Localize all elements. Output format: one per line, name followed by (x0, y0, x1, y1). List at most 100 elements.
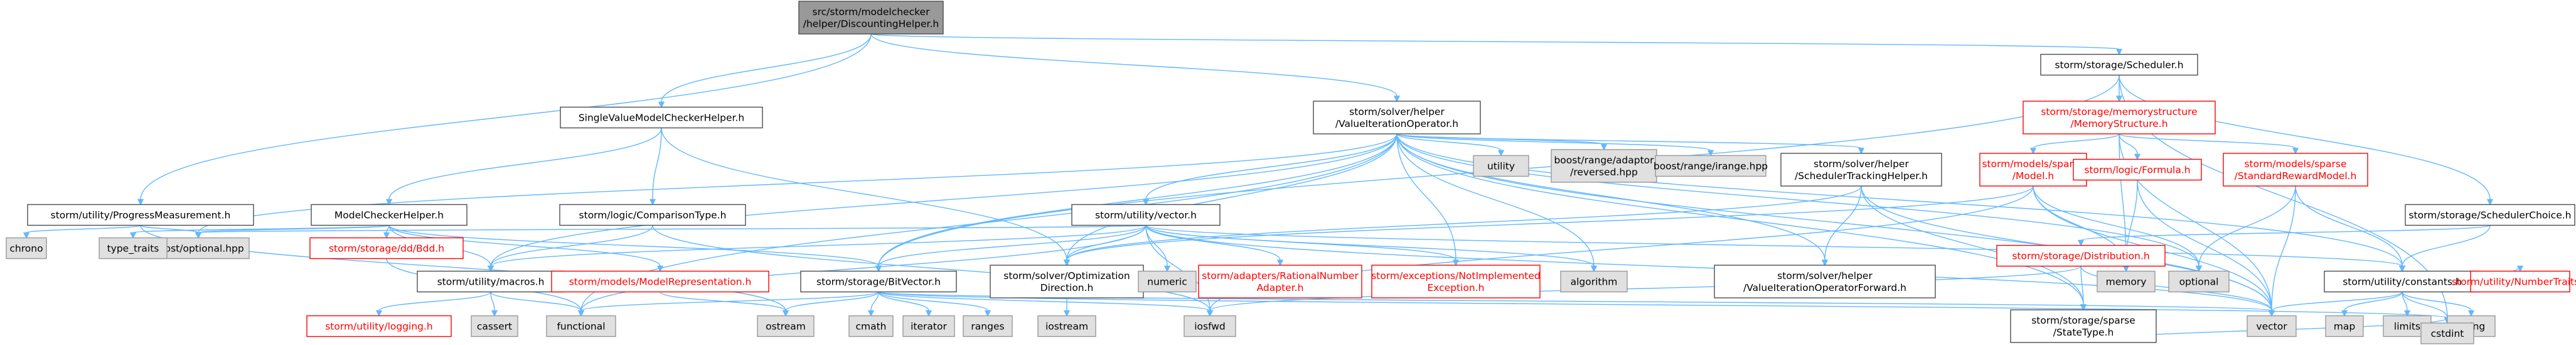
node-box (2470, 270, 2570, 293)
edge-constants-to-string (2402, 292, 2475, 317)
node-label: /MemoryStructure.h (2070, 118, 2167, 129)
edge-memstruct-to-sparsemodel (2029, 133, 2120, 155)
edge-macros-to-logging (375, 291, 491, 317)
node-statetype[interactable]: storm/storage/sparse/StateType.h (2010, 309, 2157, 343)
node-sparsemodel[interactable]: storm/models/sparse/Model.h (1979, 153, 2087, 187)
node-label: memory (2106, 277, 2147, 288)
node-scheduler[interactable]: storm/storage/Scheduler.h (2040, 53, 2198, 76)
node-label: storm/models/sparse (1982, 158, 2084, 170)
edge-schedchoice-to-distribution (2077, 224, 2491, 247)
edge-sparsemodel-to-optdir (1063, 185, 2034, 266)
node-box (2168, 270, 2230, 293)
node-label: storm/utility/macros.h (437, 277, 545, 288)
node-ranges: ranges (963, 315, 1013, 337)
edge-memstruct-to-formula (2119, 133, 2141, 161)
node-label: storm/solver/helper (1814, 158, 1909, 170)
node-chrono: chrono (6, 237, 47, 260)
node-storagedd[interactable]: storm/storage/dd/Bdd.h (309, 237, 464, 260)
node-box (2040, 53, 2198, 76)
node-label: map (2334, 321, 2355, 332)
node-label: storm/storage/Scheduler.h (2055, 60, 2183, 71)
node-typetraits: type_traits (99, 237, 168, 260)
node-box (1473, 155, 1529, 177)
node-utility: utility (1473, 155, 1529, 177)
node-box (546, 315, 616, 337)
node-schedtrack[interactable]: storm/solver/helper/SchedulerTrackingHel… (1780, 153, 1942, 187)
node-box (1551, 149, 1657, 183)
node-cmath: cmath (848, 315, 894, 337)
node-box (1184, 315, 1236, 337)
node-stdreward[interactable]: storm/models/sparse/StandardRewardModel.… (2223, 153, 2368, 187)
edge-root-to-progress (137, 33, 872, 206)
node-box (800, 270, 957, 293)
edge-stdreward-to-vector (2268, 185, 2296, 317)
node-layer: src/storm/modelchecker/helper/Discountin… (6, 1, 2576, 344)
node-label: iterator (911, 321, 947, 332)
edge-bitvector-to-ranges (878, 291, 991, 317)
node-bitvector[interactable]: storm/storage/BitVector.h (800, 270, 957, 293)
node-label: /ValueIterationOperator.h (1335, 118, 1458, 129)
node-label: Adapter.h (1257, 282, 1304, 293)
node-label: /Model.h (2012, 170, 2055, 182)
node-vio[interactable]: storm/solver/helper/ValueIterationOperat… (1313, 101, 1481, 134)
node-root[interactable]: src/storm/modelchecker/helper/Discountin… (798, 1, 944, 35)
node-label: storm/logic/ComparisonType.h (579, 210, 727, 221)
node-distribution[interactable]: storm/storage/Distribution.h (1996, 244, 2166, 267)
node-mch[interactable]: ModelCheckerHelper.h (311, 204, 468, 226)
node-constants[interactable]: storm/utility/constants.h (2324, 270, 2481, 293)
node-vector: vector (2247, 315, 2297, 337)
node-memstruct[interactable]: storm/storage/memorystructure/MemoryStru… (2023, 101, 2216, 134)
node-box (1780, 153, 1942, 187)
node-numtraits[interactable]: storm/utility/NumberTraits.h (2452, 270, 2576, 293)
node-cstdint: cstdint (2420, 322, 2474, 344)
node-label: SingleValueModelCheckerHelper.h (579, 112, 744, 124)
node-box (798, 1, 944, 35)
node-logging[interactable]: storm/utility/logging.h (306, 315, 452, 337)
node-box (99, 237, 168, 260)
node-box (559, 204, 746, 226)
node-utilvector[interactable]: storm/utility/vector.h (1071, 204, 1221, 226)
node-label: optional (2179, 277, 2219, 288)
node-label: storm/models/sparse (2244, 158, 2346, 170)
node-formula[interactable]: storm/logic/Formula.h (2073, 158, 2202, 181)
node-box (551, 270, 769, 293)
edge-vio-to-utility (1396, 133, 1505, 157)
edge-comptype-to-macros (487, 225, 653, 273)
node-schedchoice[interactable]: storm/storage/SchedulerChoice.h (2405, 204, 2575, 226)
edge-root-to-vio (870, 33, 1401, 102)
node-label: vector (2256, 321, 2287, 332)
edge-utilvector-to-ratnum (1145, 225, 1284, 266)
edge-bitvector-to-cmath (867, 292, 879, 317)
node-label: storm/logic/Formula.h (2084, 165, 2190, 176)
node-numeric: numeric (1138, 270, 1197, 293)
node-box (1979, 153, 2087, 187)
node-label: storm/solver/helper (1777, 270, 1873, 282)
node-svmch[interactable]: SingleValueModelCheckerHelper.h (560, 106, 763, 129)
node-progress[interactable]: storm/utility/ProgressMeasurement.h (27, 204, 254, 226)
node-reversed: boost/range/adaptor/reversed.hpp (1551, 149, 1657, 183)
node-box (902, 315, 955, 337)
node-memory: memory (2097, 270, 2156, 293)
node-iostream: iostream (1037, 315, 1096, 337)
node-box (1560, 270, 1628, 293)
node-label: storm/storage/dd/Bdd.h (329, 243, 444, 255)
node-box (1071, 204, 1221, 226)
node-label: boost/range/irange.hpp (1654, 161, 1768, 172)
node-viofwd[interactable]: storm/solver/helper/ValueIterationOperat… (1714, 265, 1936, 298)
node-box (848, 315, 894, 337)
node-modelrep[interactable]: storm/models/ModelRepresentation.h (551, 270, 769, 293)
node-box (6, 237, 47, 260)
node-box (1714, 265, 1936, 298)
node-macros[interactable]: storm/utility/macros.h (417, 270, 565, 293)
edge-utilvector-to-boostopt (195, 224, 1146, 239)
node-optional: optional (2168, 270, 2230, 293)
edge-bitvector-to-iterator (878, 292, 933, 317)
node-box (1198, 265, 1362, 298)
edge-constants-to-vector (2268, 291, 2403, 317)
node-label: storm/adapters/RationalNumber (1202, 270, 1359, 282)
node-comptype[interactable]: storm/logic/ComparisonType.h (559, 204, 746, 226)
edge-bitvector-to-functional (577, 291, 879, 317)
node-notimpl[interactable]: storm/exceptions/NotImplementedException… (1371, 265, 1541, 298)
